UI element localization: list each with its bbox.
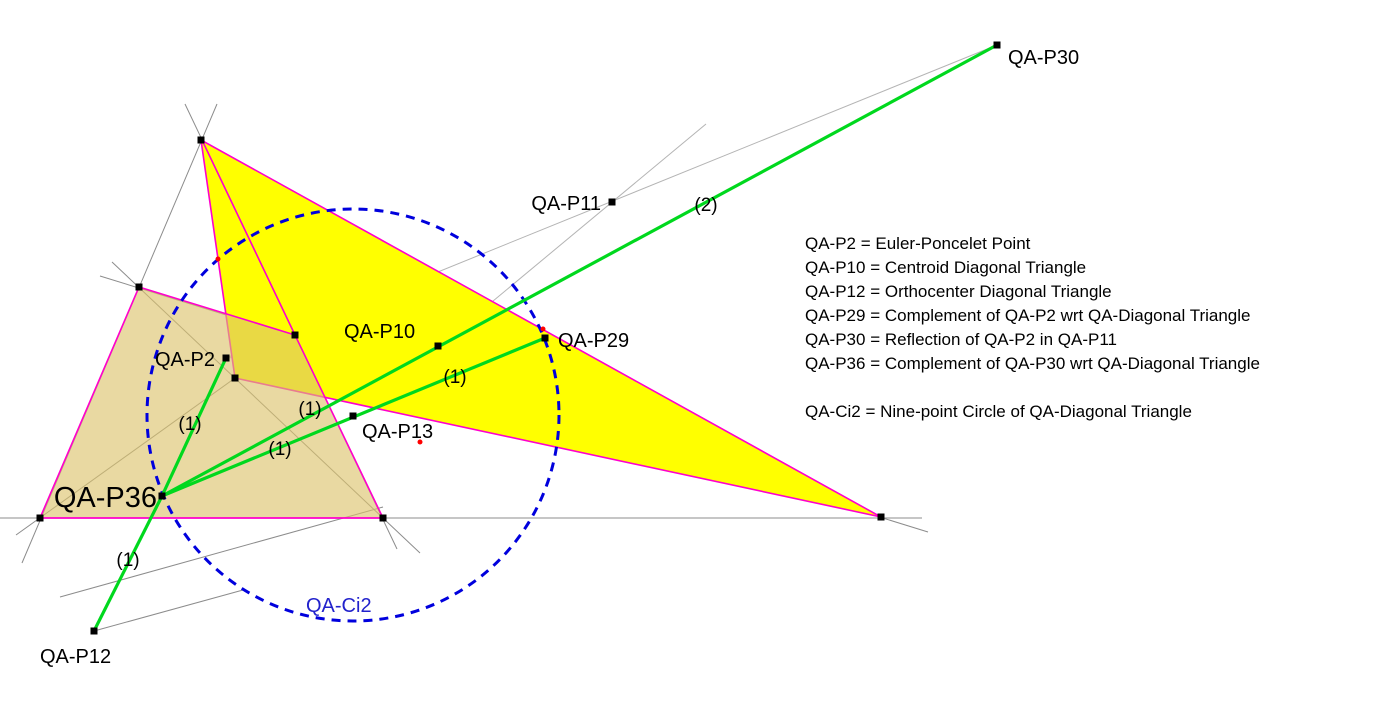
point-quad-vertex-1 xyxy=(135,283,143,291)
green-segment-2 xyxy=(160,357,228,497)
legend-line-circle: QA-Ci2 = Nine-point Circle of QA-Diagona… xyxy=(805,402,1192,421)
legend-line-3: QA-P29 = Complement of QA-P2 wrt QA-Diag… xyxy=(805,306,1251,325)
point-quad-vertex-4 xyxy=(36,514,44,522)
label-qa-p10: QA-P10 xyxy=(344,321,415,343)
label-ratio-1-a: (1) xyxy=(178,414,201,435)
red-dot-foot xyxy=(417,439,423,445)
legend-line-1: QA-P10 = Centroid Diagonal Triangle xyxy=(805,258,1087,277)
legend-gap xyxy=(805,376,1260,400)
point-qa-p10 xyxy=(434,342,442,350)
label-ratio-1-d: (1) xyxy=(443,367,466,388)
point-qa-p2 xyxy=(222,354,230,362)
point-qa-p12 xyxy=(90,627,98,635)
legend-line-5: QA-P36 = Complement of QA-P30 wrt QA-Dia… xyxy=(805,354,1260,373)
label-qa-p2: QA-P2 xyxy=(155,349,215,371)
legend-line-2: QA-P12 = Orthocenter Diagonal Triangle xyxy=(805,282,1112,301)
point-qa-p11 xyxy=(608,198,616,206)
label-ratio-1-c: (1) xyxy=(268,439,291,460)
green-segment-3 xyxy=(92,495,164,632)
point-quad-vertex-3 xyxy=(379,514,387,522)
point-qa-p13 xyxy=(349,412,357,420)
label-ratio-2: (2) xyxy=(694,195,717,216)
label-qa-p30: QA-P30 xyxy=(1008,47,1079,69)
construction-line-6 xyxy=(93,589,244,632)
label-qa-ci2: QA-Ci2 xyxy=(306,595,372,617)
label-qa-p29: QA-P29 xyxy=(558,330,629,352)
point-triangle-vertex-top xyxy=(197,136,205,144)
point-qa-p30 xyxy=(993,41,1001,49)
label-qa-p36: QA-P36 xyxy=(54,482,157,514)
point-qa-p36 xyxy=(158,492,166,500)
label-ratio-1-b: (1) xyxy=(298,399,321,420)
quadrangle-side-0 xyxy=(201,139,296,336)
green-segment-0 xyxy=(161,43,998,498)
point-triangle-vertex-left xyxy=(231,374,239,382)
label-qa-p12: QA-P12 xyxy=(40,646,111,668)
label-qa-p11: QA-P11 xyxy=(531,193,601,215)
legend-line-4: QA-P30 = Reflection of QA-P2 in QA-P11 xyxy=(805,330,1117,349)
construction-line-7 xyxy=(59,506,384,598)
legend-line-0: QA-P2 = Euler-Poncelet Point xyxy=(805,234,1031,253)
red-dot-midpoint-left xyxy=(215,256,221,262)
point-quad-vertex-2 xyxy=(291,331,299,339)
nine-point-circle xyxy=(145,207,561,623)
label-qa-p13: QA-P13 xyxy=(362,421,433,443)
point-qa-p29 xyxy=(541,334,549,342)
label-ratio-1-e: (1) xyxy=(116,550,139,571)
red-dot-midpoint-top xyxy=(540,326,546,332)
point-triangle-vertex-right xyxy=(877,513,885,521)
